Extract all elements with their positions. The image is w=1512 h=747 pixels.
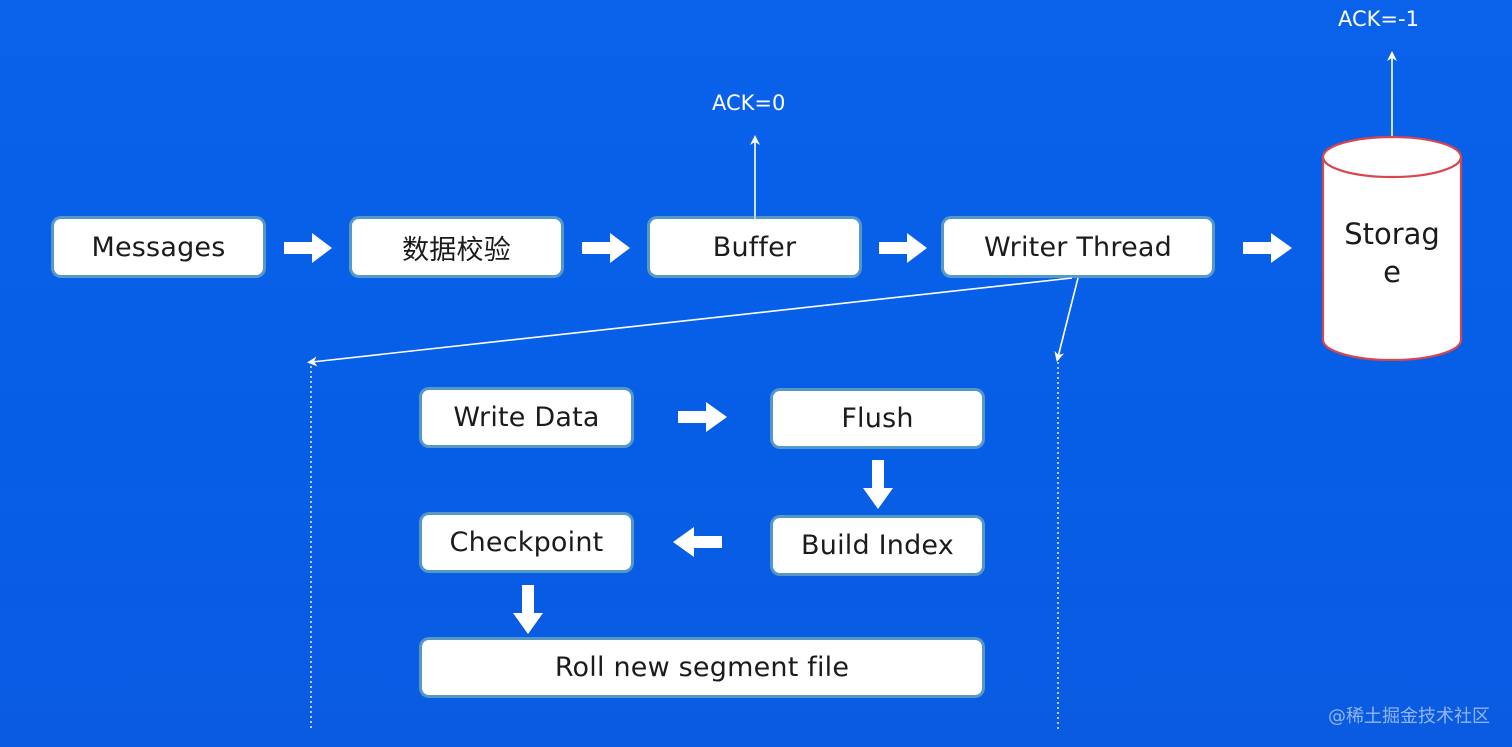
node-writer-thread: Writer Thread: [944, 219, 1212, 275]
node-validate-label: 数据校验: [402, 234, 511, 266]
expand-line-left: [307, 277, 1073, 367]
node-build-index-label: Build Index: [801, 530, 954, 561]
arrow-writedata-to-flush: [678, 402, 727, 432]
arrow-writer-to-storage: [1243, 233, 1292, 263]
arrow-buildindex-to-checkpoint: [673, 527, 722, 557]
node-buffer-label: Buffer: [712, 231, 797, 263]
arrow-flush-to-buildindex: [863, 460, 893, 509]
node-writer-thread-label: Writer Thread: [984, 231, 1172, 263]
node-checkpoint: Checkpoint: [422, 515, 631, 570]
node-roll-segment: Roll new segment file: [422, 640, 982, 695]
node-flush: Flush: [773, 391, 982, 446]
arrow-validate-to-buffer: [582, 233, 630, 263]
node-write-data: Write Data: [422, 390, 631, 445]
node-storage-label-line2: e: [1383, 255, 1401, 289]
node-roll-segment-label: Roll new segment file: [554, 652, 850, 683]
node-buffer: Buffer: [650, 219, 859, 275]
ack-storage-label: ACK=-1: [1338, 7, 1419, 31]
arrow-buffer-to-writer: [879, 233, 927, 263]
storage-cylinder: [1321, 135, 1463, 362]
node-storage: Storag e: [1322, 215, 1462, 291]
node-write-data-label: Write Data: [453, 402, 600, 433]
expand-line-right: [1054, 277, 1079, 362]
watermark: @稀土掘金技术社区: [1328, 706, 1490, 727]
ack-buffer-label: ACK=0: [712, 91, 786, 115]
node-flush-label: Flush: [841, 403, 914, 434]
node-storage-label-line1: Storag: [1344, 217, 1440, 251]
node-validate: 数据校验: [352, 219, 561, 275]
arrow-messages-to-validate: [284, 233, 332, 263]
node-checkpoint-label: Checkpoint: [449, 527, 604, 558]
node-messages-label: Messages: [91, 231, 226, 263]
arrow-checkpoint-to-roll: [513, 585, 543, 634]
node-messages: Messages: [54, 219, 263, 275]
node-build-index: Build Index: [773, 518, 982, 573]
